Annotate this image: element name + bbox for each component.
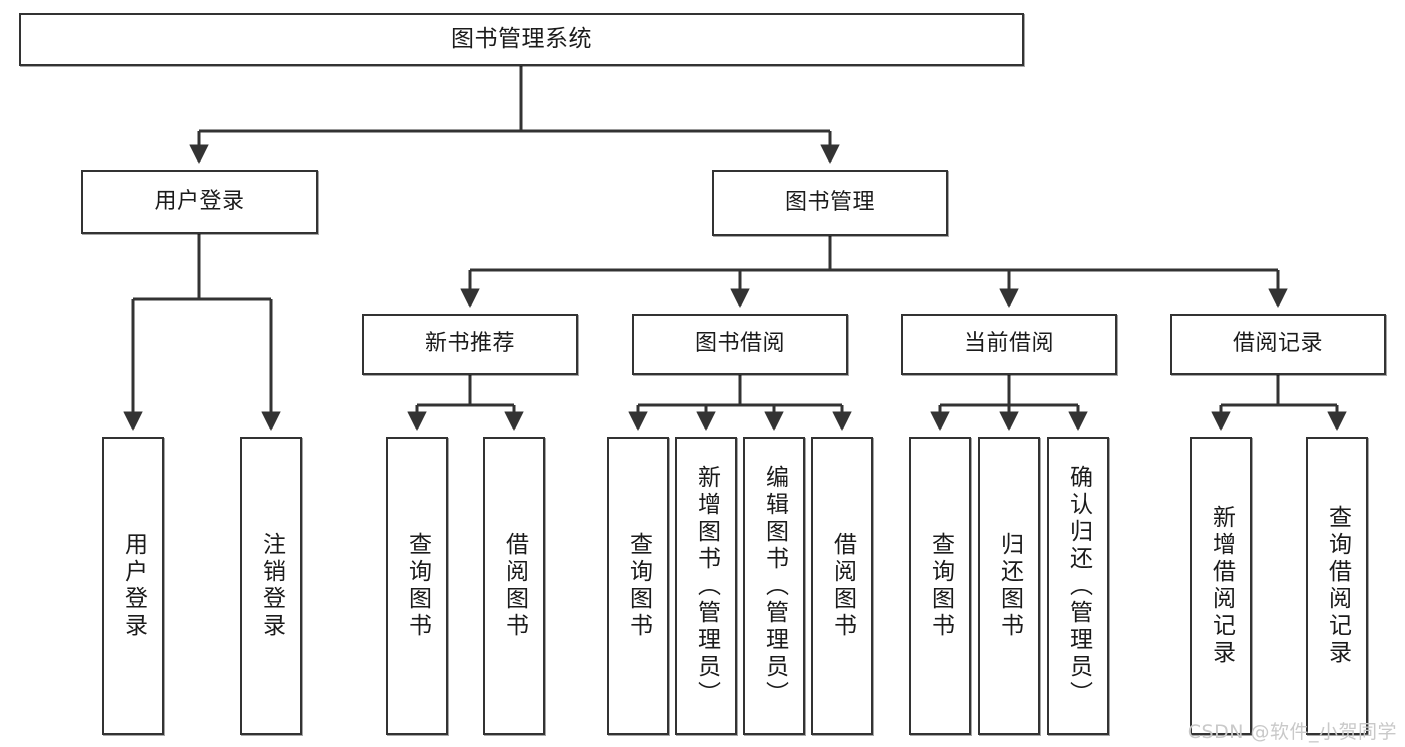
node-label: 新增借阅记录 [1208, 505, 1235, 667]
node-leaf-return-book[interactable]: 归还图书 [978, 437, 1040, 735]
node-label: 确认归还（管理员） [1065, 464, 1092, 708]
node-root-system[interactable]: 图书管理系统 [19, 13, 1024, 66]
node-leaf-query-book-2[interactable]: 查询图书 [607, 437, 669, 735]
node-label: 当前借阅 [963, 331, 1054, 357]
csdn-watermark: CSDN @软件_小贺同学 [1187, 721, 1397, 743]
node-label: 查询图书 [625, 532, 652, 640]
node-borrow-record[interactable]: 借阅记录 [1170, 314, 1386, 375]
node-new-book-recommend[interactable]: 新书推荐 [362, 314, 578, 375]
node-user-login[interactable]: 用户登录 [81, 170, 318, 234]
node-label: 查询图书 [404, 532, 431, 640]
node-label: 查询借阅记录 [1324, 505, 1351, 667]
node-current-borrow[interactable]: 当前借阅 [901, 314, 1117, 375]
node-leaf-confirm-return[interactable]: 确认归还（管理员） [1047, 437, 1109, 735]
node-leaf-user-logout[interactable]: 注销登录 [240, 437, 302, 735]
node-book-borrow[interactable]: 图书借阅 [632, 314, 848, 375]
node-label: 新增图书（管理员） [693, 464, 720, 708]
node-label: 图书管理系统 [451, 25, 592, 52]
node-book-manage[interactable]: 图书管理 [712, 170, 948, 236]
node-leaf-add-record[interactable]: 新增借阅记录 [1190, 437, 1252, 735]
node-label: 借阅图书 [501, 532, 528, 640]
node-label: 借阅记录 [1232, 331, 1323, 357]
node-label: 借阅图书 [829, 532, 856, 640]
node-label: 编辑图书（管理员） [761, 464, 788, 708]
node-leaf-query-record[interactable]: 查询借阅记录 [1306, 437, 1368, 735]
node-leaf-user-login[interactable]: 用户登录 [102, 437, 164, 735]
node-leaf-borrow-book-2[interactable]: 借阅图书 [811, 437, 873, 735]
node-leaf-query-book-3[interactable]: 查询图书 [909, 437, 971, 735]
node-leaf-borrow-book-1[interactable]: 借阅图书 [483, 437, 545, 735]
node-leaf-edit-book[interactable]: 编辑图书（管理员） [743, 437, 805, 735]
node-label: 图书管理 [784, 189, 875, 215]
node-label: 归还图书 [996, 532, 1023, 640]
node-label: 查询图书 [927, 532, 954, 640]
node-label: 新书推荐 [424, 331, 515, 357]
node-label: 用户登录 [154, 188, 245, 214]
node-leaf-query-book-1[interactable]: 查询图书 [386, 437, 448, 735]
node-label: 注销登录 [258, 532, 285, 640]
node-label: 用户登录 [120, 532, 147, 640]
node-label: 图书借阅 [694, 331, 785, 357]
node-leaf-add-book[interactable]: 新增图书（管理员） [675, 437, 737, 735]
